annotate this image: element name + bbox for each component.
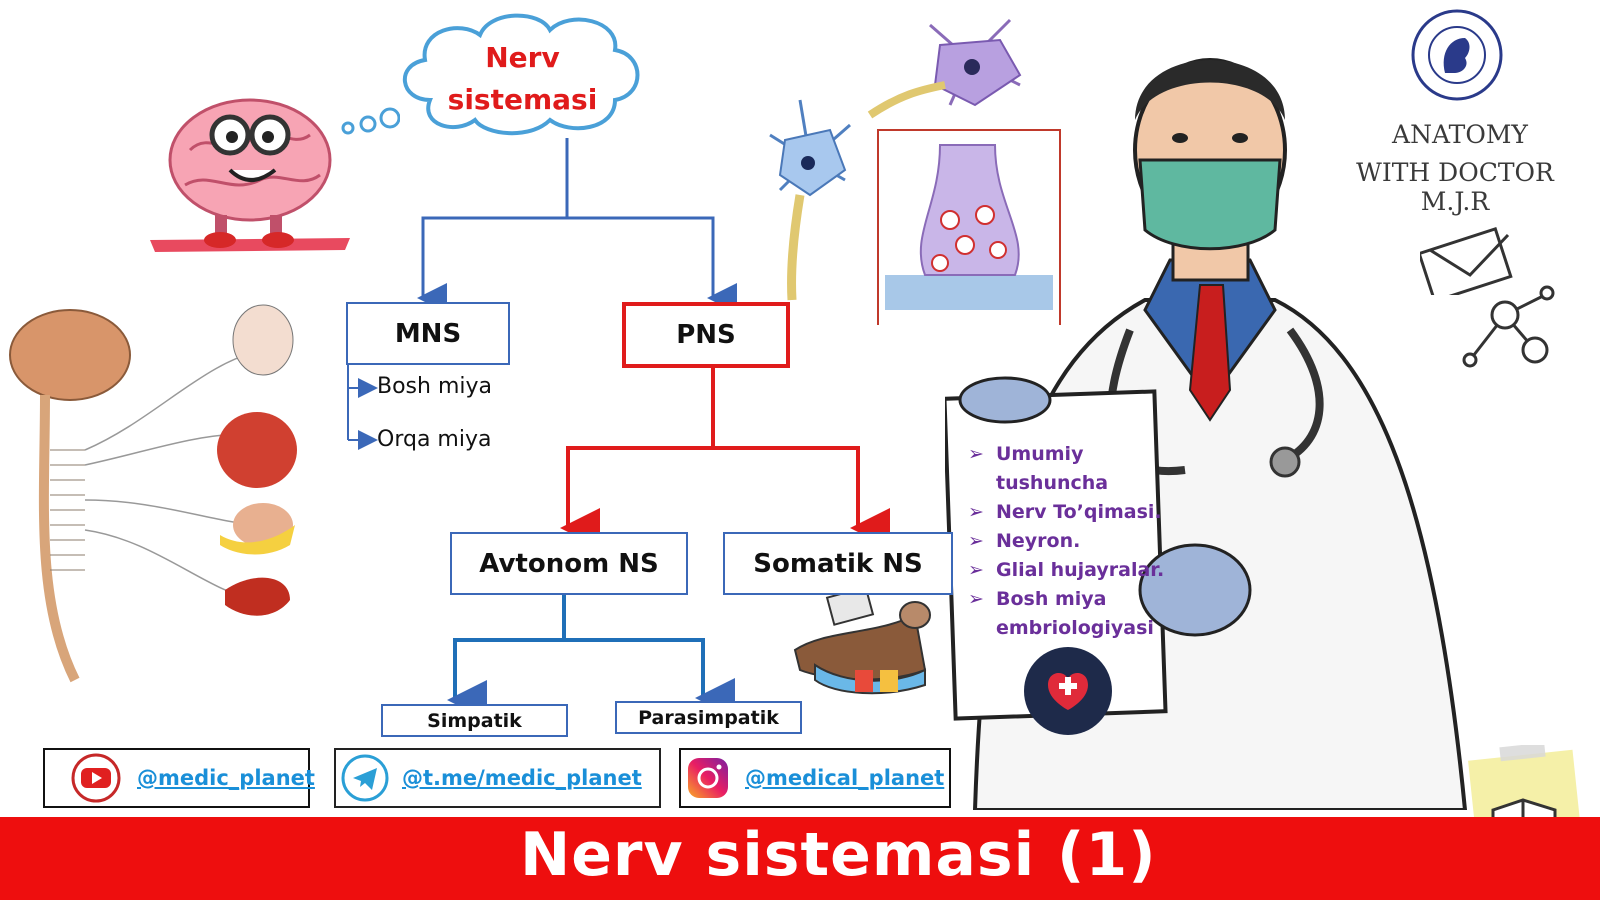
root-title-line1: Nerv — [485, 41, 560, 74]
brand-line1: ANATOMY — [1392, 120, 1528, 149]
topic-text: Nerv To’qimasi. — [996, 501, 1162, 523]
medical-planet-logo — [1024, 647, 1112, 735]
neuron-illustration — [769, 18, 1061, 325]
telegram-handle-link[interactable]: @t.me/medic_planet — [402, 766, 642, 790]
brain-mascot-icon — [150, 98, 350, 252]
node-autonomic: Avtonom NS — [450, 532, 688, 595]
instagram-handle-link[interactable]: @medical_planet — [745, 766, 945, 790]
telegram-link-box[interactable]: @t.me/medic_planet — [334, 748, 661, 808]
root-cloud: Nerv sistemasi — [390, 5, 655, 140]
nervous-system-illustration — [9, 304, 297, 683]
arrow-bullet-icon: ➢ — [968, 443, 984, 465]
arrow-bullet-icon: ➢ — [968, 559, 984, 581]
envelope-icon — [1420, 226, 1513, 295]
footer-title-bar — [0, 817, 1600, 900]
youtube-icon — [71, 753, 121, 803]
arrow-bullet-icon: ➢ — [968, 501, 984, 523]
topic-item: ➢ Neyron. — [968, 527, 1168, 556]
brand-seal-icon — [1411, 9, 1503, 101]
topic-item: ➢ Umumiy tushuncha — [968, 440, 1168, 498]
topics-list: ➢ Umumiy tushuncha ➢ Nerv To’qimasi. ➢ Neyr… — [968, 440, 1168, 643]
youtube-link-box[interactable]: @medic_planet — [43, 748, 315, 808]
instagram-icon — [688, 758, 728, 798]
mns-child-brain: Bosh miya — [377, 374, 492, 399]
cloud-shape — [403, 13, 640, 136]
arrow-bullet-icon: ➢ — [968, 530, 984, 552]
topic-text: Bosh miya embriologiyasi — [996, 588, 1154, 639]
topic-item: ➢ Nerv To’qimasi. — [968, 498, 1168, 527]
topic-item: ➢ Bosh miya embriologiyasi — [968, 585, 1168, 643]
mns-child-spinal: Orqa miya — [377, 427, 492, 452]
node-somatic: Somatik NS — [723, 532, 953, 595]
instagram-link-box[interactable]: @medical_planet — [679, 748, 951, 808]
node-mns: MNS — [346, 302, 510, 365]
footer-title: Nerv sistemasi (1) — [520, 820, 1157, 890]
topic-item: ➢ Glial hujayralar. — [968, 556, 1168, 585]
root-title-line2: sistemasi — [447, 83, 598, 116]
telegram-icon — [341, 754, 389, 802]
topic-text: Umumiy tushuncha — [996, 443, 1109, 494]
node-sympathetic: Simpatik — [381, 704, 568, 737]
topic-text: Glial hujayralar. — [996, 559, 1165, 581]
thought-dots — [341, 107, 400, 135]
sloth-icon — [793, 590, 931, 695]
brand-line2: WITH DOCTOR M.J.R — [1356, 158, 1554, 216]
network-icon — [1462, 285, 1555, 368]
topic-text: Neyron. — [996, 530, 1081, 552]
youtube-handle-link[interactable]: @medic_planet — [137, 766, 315, 790]
arrow-bullet-icon: ➢ — [968, 588, 984, 610]
node-parasympathetic: Parasimpatik — [615, 701, 802, 734]
node-pns: PNS — [622, 302, 790, 368]
